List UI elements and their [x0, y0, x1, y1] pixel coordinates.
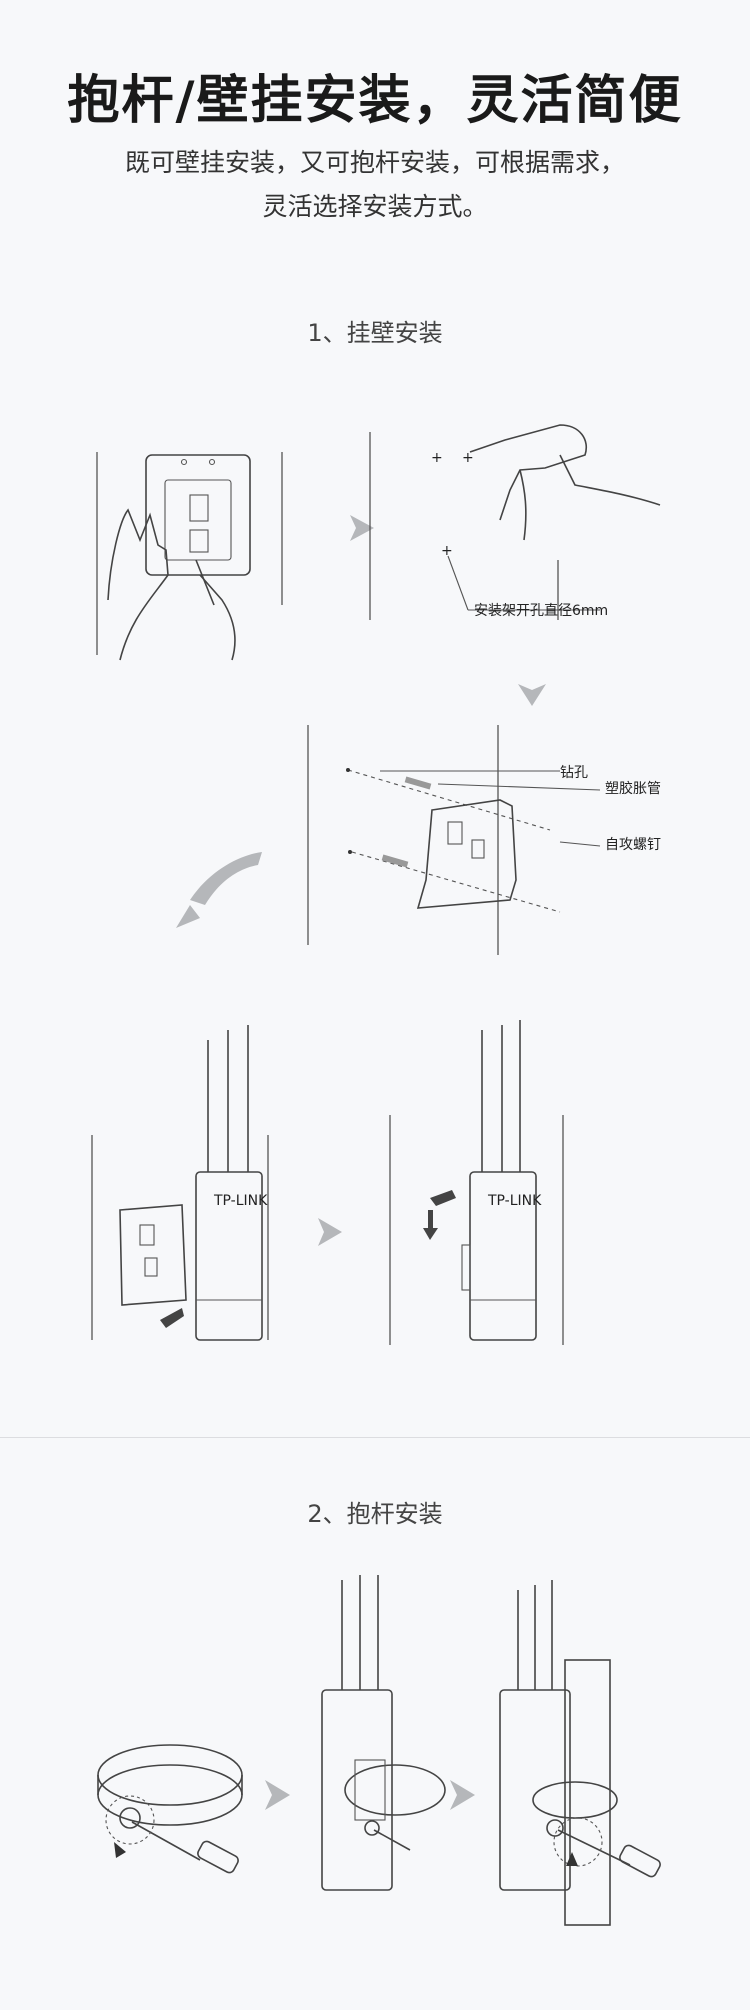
brand-logo-step4: TP-LINK — [213, 1193, 268, 1209]
step4-arrow-right — [318, 1218, 342, 1246]
pole-step1-clamp — [97, 1744, 243, 1874]
step5-slide-down — [389, 1020, 564, 1345]
label-screw: 自攻螺钉 — [605, 837, 661, 853]
pole-step2-arrow — [450, 1780, 475, 1810]
brand-logo-step5: TP-LINK — [487, 1193, 542, 1209]
section-title-pole-mount: 2、抱杆安装 — [307, 1500, 443, 1528]
step4-hang-device — [91, 1025, 269, 1341]
step3-anchors-screws — [307, 725, 601, 955]
step2-arrow-down — [518, 684, 546, 706]
step1-mark-holes — [96, 452, 283, 661]
step2-drilling: + + + — [369, 424, 661, 620]
step1-arrow-right — [350, 515, 374, 541]
section-title-wall-mount: 1、挂壁安装 — [307, 319, 443, 347]
section-divider — [0, 1437, 750, 1438]
subtitle-line-2: 灵活选择安装方式。 — [262, 192, 488, 221]
subtitle-line-1: 既可壁挂安装，又可抱杆安装，可根据需求， — [124, 148, 625, 177]
pole-step3-tighten — [499, 1580, 661, 1926]
svg-text:+: + — [431, 450, 443, 466]
drill-diameter-note: 安装架开孔直径6mm — [474, 602, 608, 619]
svg-text:+: + — [441, 543, 453, 559]
page-title: 抱杆/壁挂安装，灵活简便 — [67, 71, 683, 131]
label-plastic-anchor: 塑胶胀管 — [605, 780, 661, 797]
pole-step1-arrow — [265, 1780, 290, 1810]
step3-curved-arrow — [176, 852, 262, 928]
pole-step2-strap — [321, 1575, 446, 1891]
label-drill-hole: 钻孔 — [560, 765, 588, 781]
svg-text:+: + — [462, 450, 474, 466]
